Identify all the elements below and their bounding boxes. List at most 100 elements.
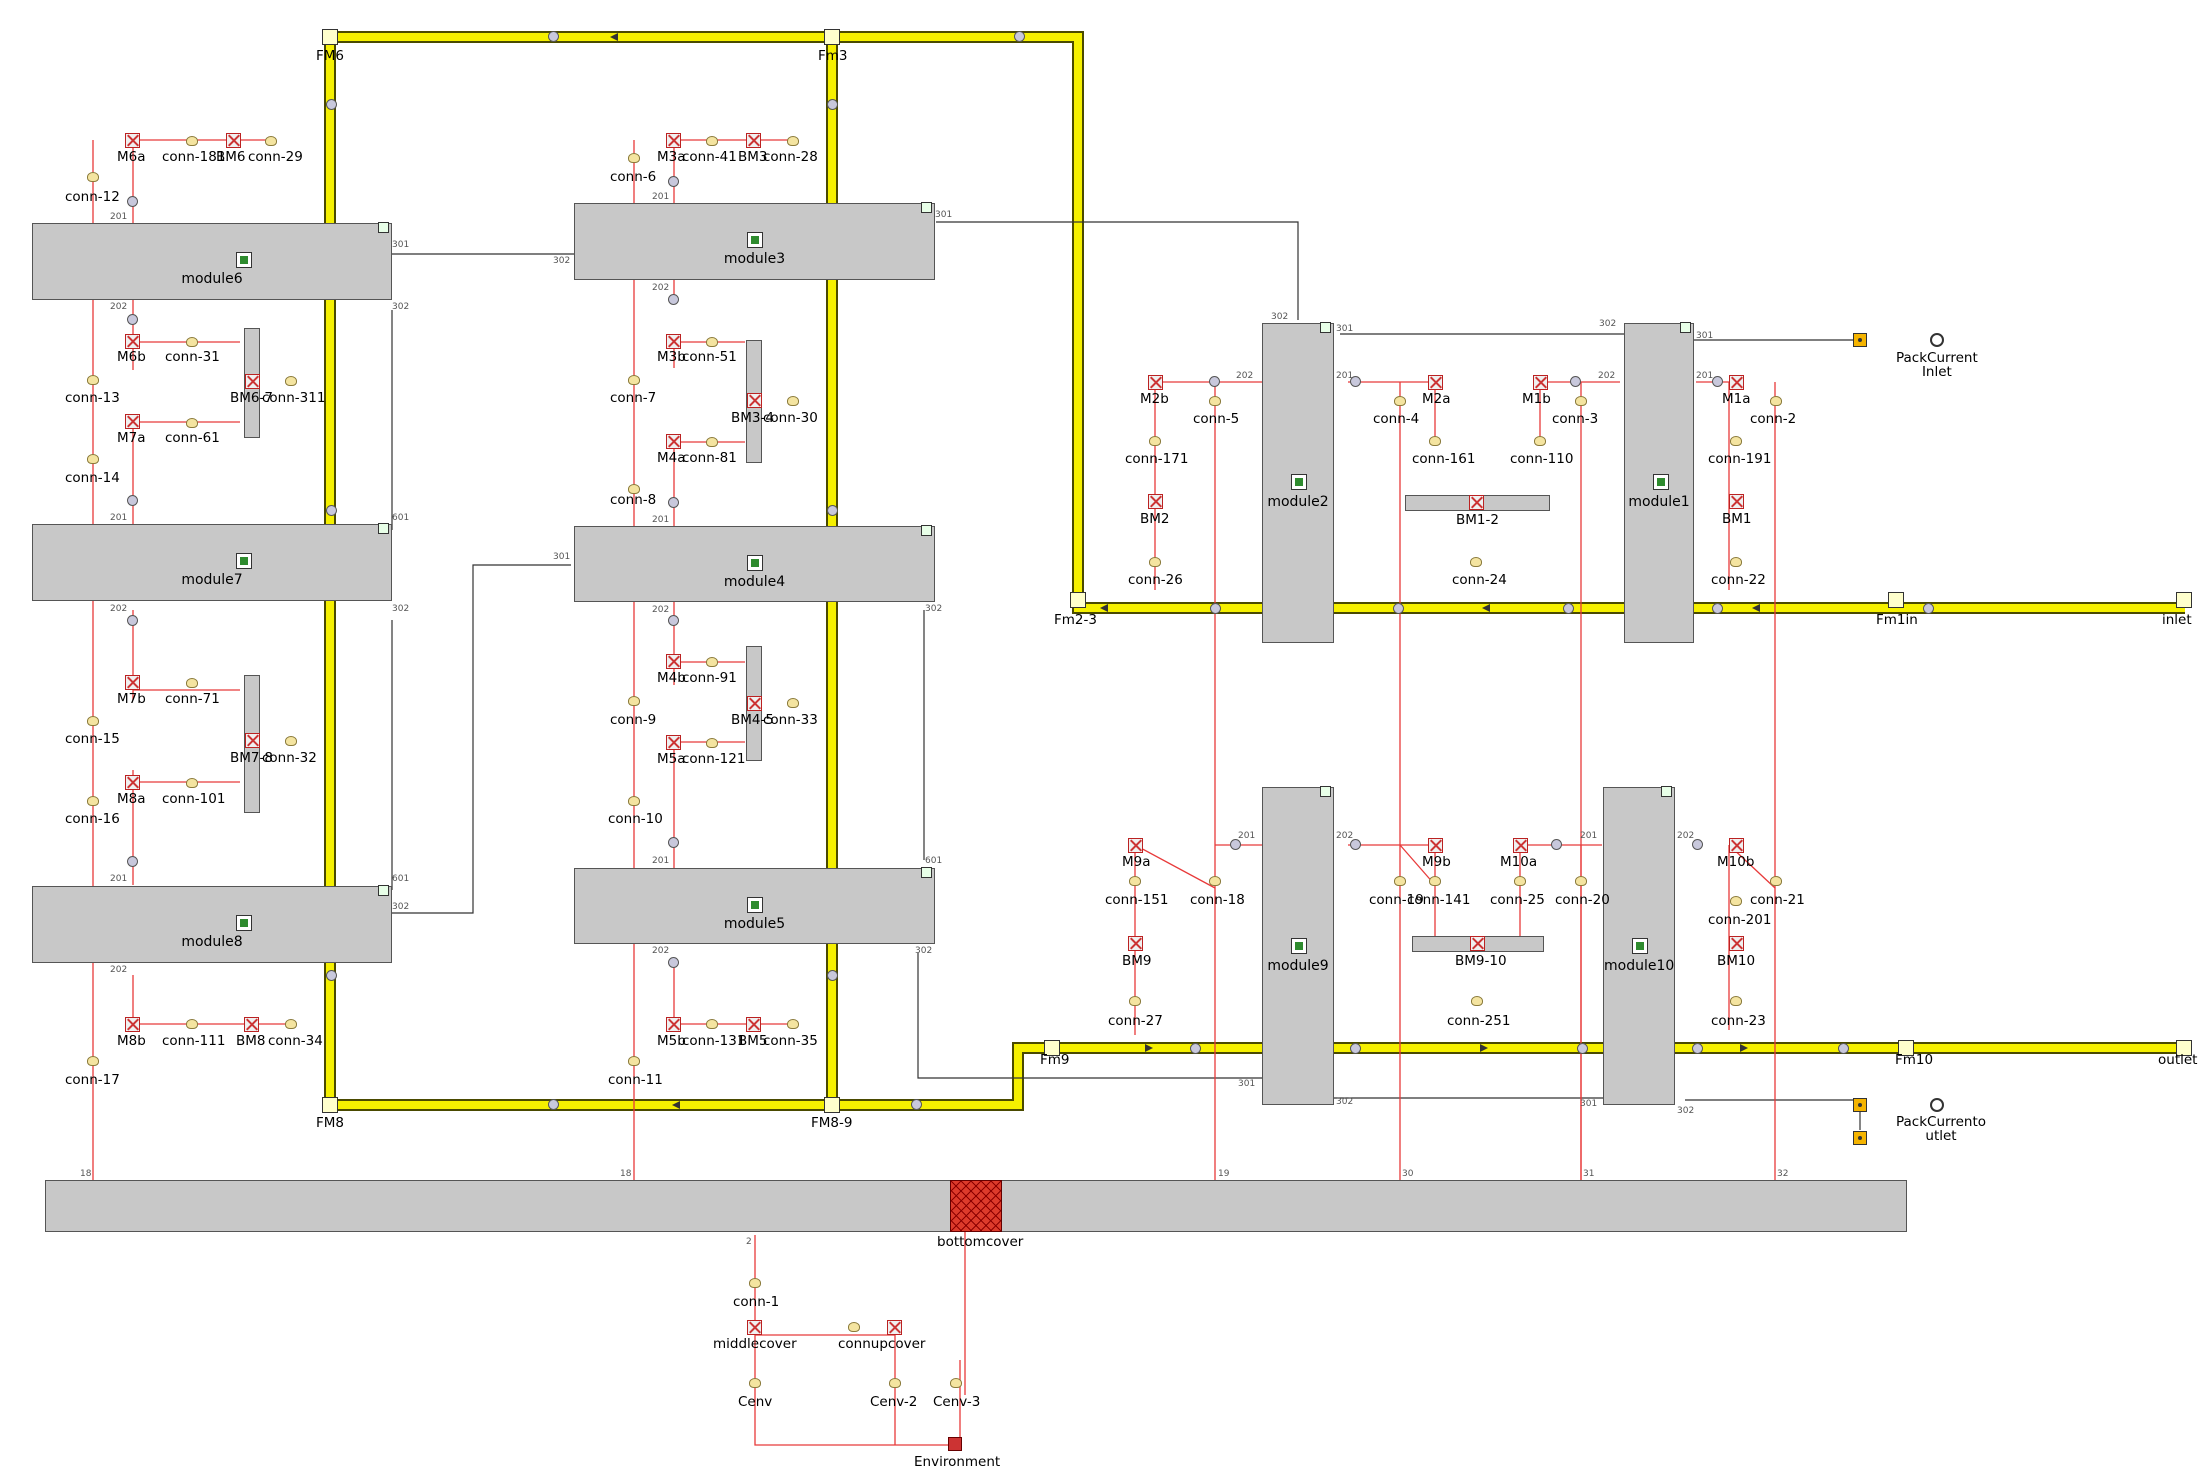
m1a-node[interactable] [1729,375,1744,390]
m1b-node[interactable] [1533,375,1548,390]
conn-node[interactable] [1534,436,1546,446]
conn-node[interactable] [87,796,99,806]
conn-node[interactable] [186,337,198,347]
conn-node[interactable] [1394,396,1406,406]
module5-block[interactable]: module5 [574,867,935,944]
conn-node[interactable] [87,716,99,726]
bm1-2-node[interactable] [1469,495,1484,510]
conn-node[interactable] [186,778,198,788]
conn-node[interactable] [749,1278,761,1288]
fm6-flow-icon[interactable] [322,29,338,45]
conn-node[interactable] [1730,996,1742,1006]
bm6-7-node[interactable] [245,374,260,389]
conn-node[interactable] [186,418,198,428]
conn-node[interactable] [706,1019,718,1029]
conn-node[interactable] [628,153,640,163]
middlecover-node[interactable] [747,1320,762,1335]
conn-node[interactable] [1394,876,1406,886]
module10-block[interactable]: module10 [1603,786,1675,1105]
fm10-flow-icon[interactable] [1898,1040,1914,1056]
fm8-9-flow-icon[interactable] [824,1097,840,1113]
conn-node[interactable] [1209,396,1221,406]
conn-node[interactable] [186,1019,198,1029]
fm8-flow-icon[interactable] [322,1097,338,1113]
conn-node[interactable] [749,1378,761,1388]
conn-node[interactable] [848,1322,860,1332]
m9a-node[interactable] [1128,838,1143,853]
conn-node[interactable] [787,698,799,708]
m5a-node[interactable] [666,735,681,750]
conn-node[interactable] [1209,876,1221,886]
module8-block[interactable]: module8 [32,885,392,963]
conn-node[interactable] [87,172,99,182]
module4-block[interactable]: module4 [574,525,935,602]
connupcover-node[interactable] [887,1320,902,1335]
conn-node[interactable] [1429,436,1441,446]
bm3-4-node[interactable] [747,393,762,408]
m2b-node[interactable] [1148,375,1163,390]
inlet-flow-icon[interactable] [2176,592,2192,608]
ground-icon[interactable] [1853,1131,1867,1145]
conn-node[interactable] [1514,876,1526,886]
conn-node[interactable] [889,1378,901,1388]
bm8-node[interactable] [244,1017,259,1032]
conn-node[interactable] [285,736,297,746]
conn-node[interactable] [87,375,99,385]
bm2-node[interactable] [1148,494,1163,509]
conn-node[interactable] [285,376,297,386]
bm3-node[interactable] [746,133,761,148]
bm5-node[interactable] [746,1017,761,1032]
conn-node[interactable] [1471,996,1483,1006]
fm2-3-flow-icon[interactable] [1070,592,1086,608]
pack-inlet-probe-icon[interactable] [1930,333,1944,347]
conn-node[interactable] [285,1019,297,1029]
conn-node[interactable] [1470,557,1482,567]
module3-block[interactable]: module3 [574,202,935,280]
fm9-flow-icon[interactable] [1044,1040,1060,1056]
conn-node[interactable] [950,1378,962,1388]
bm10-node[interactable] [1729,936,1744,951]
environment-icon[interactable] [948,1437,962,1451]
conn-node[interactable] [1575,396,1587,406]
m8a-node[interactable] [125,775,140,790]
m3b-node[interactable] [666,334,681,349]
module1-block[interactable]: module1 [1624,322,1694,643]
m2a-node[interactable] [1428,375,1443,390]
conn-node[interactable] [706,437,718,447]
m10a-node[interactable] [1513,838,1528,853]
m5b-node[interactable] [666,1017,681,1032]
bm9-10-node[interactable] [1470,936,1485,951]
conn-node[interactable] [787,396,799,406]
m7b-node[interactable] [125,675,140,690]
conn-node[interactable] [628,484,640,494]
conn-node[interactable] [265,136,277,146]
conn-node[interactable] [706,657,718,667]
m4b-node[interactable] [666,654,681,669]
conn-node[interactable] [706,136,718,146]
module7-block[interactable]: module7 [32,523,392,601]
conn-node[interactable] [1730,896,1742,906]
m9b-node[interactable] [1428,838,1443,853]
conn-node[interactable] [628,696,640,706]
m8b-node[interactable] [125,1017,140,1032]
conn-node[interactable] [1730,436,1742,446]
conn-node[interactable] [87,1056,99,1066]
conn-node[interactable] [87,454,99,464]
outlet-flow-icon[interactable] [2176,1040,2192,1056]
fm3-flow-icon[interactable] [824,29,840,45]
module2-block[interactable]: module2 [1262,322,1334,643]
conn-node[interactable] [706,738,718,748]
conn-node[interactable] [787,136,799,146]
bm9-node[interactable] [1128,936,1143,951]
m6b-node[interactable] [125,334,140,349]
bm4-5-node[interactable] [747,696,762,711]
conn-node[interactable] [186,136,198,146]
module6-block[interactable]: module6 [32,222,392,300]
conn-node[interactable] [628,796,640,806]
fm1in-flow-icon[interactable] [1888,592,1904,608]
conn-node[interactable] [1770,396,1782,406]
conn-node[interactable] [706,337,718,347]
bm1-node[interactable] [1729,494,1744,509]
m3a-node[interactable] [666,133,681,148]
bm7-8-node[interactable] [245,733,260,748]
